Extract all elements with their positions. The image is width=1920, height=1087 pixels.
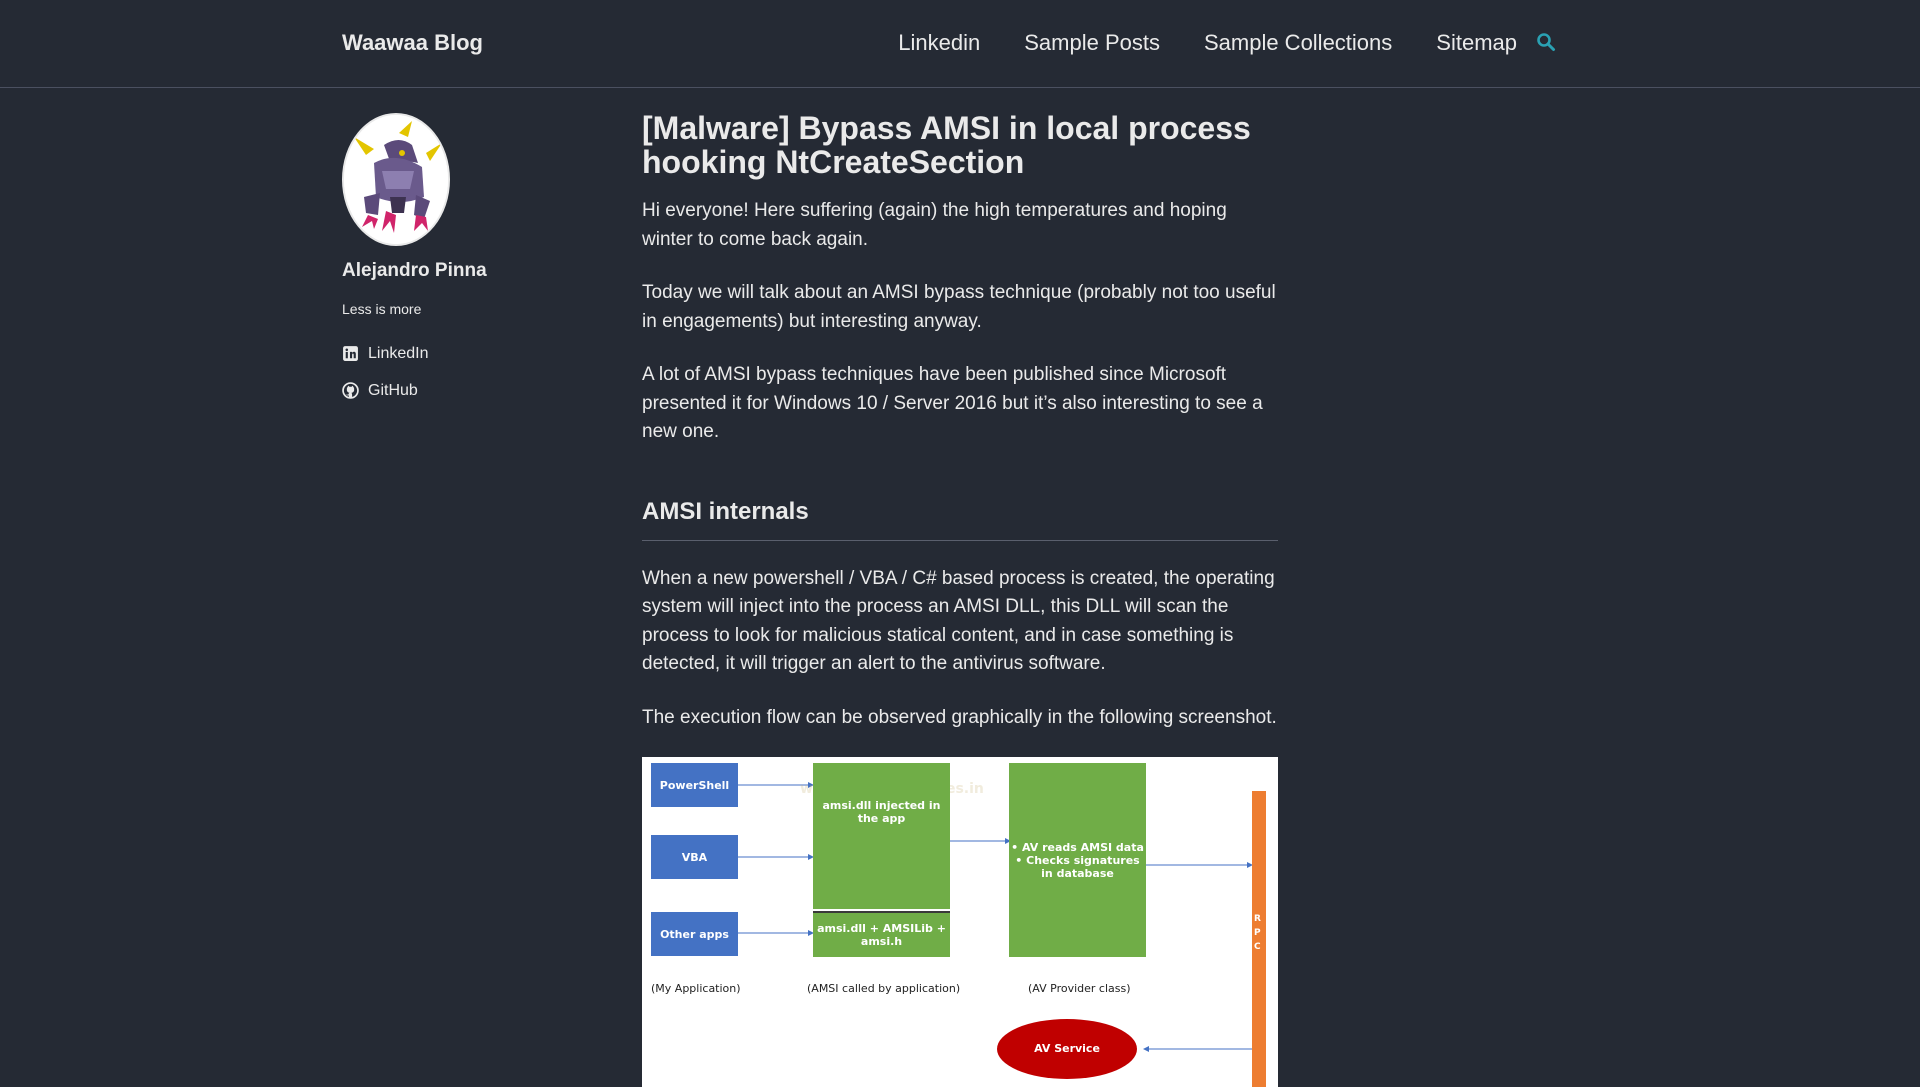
nav-item-sitemap[interactable]: Sitemap — [1436, 30, 1517, 55]
section-paragraph: When a new powershell / VBA / C# based p… — [642, 567, 1275, 675]
masthead: Waawaa Blog Linkedin Sample Posts Sample… — [0, 0, 1920, 88]
avatar — [342, 113, 450, 246]
section-paragraph: The execution flow can be observed graph… — [642, 706, 1277, 728]
diagram-caption: (AV Provider class) — [1028, 982, 1131, 995]
author-name: Alejandro Pinna — [342, 260, 487, 281]
av-service-label: AV Service — [1034, 1042, 1100, 1055]
intro-paragraph: A lot of AMSI bypass techniques have bee… — [642, 364, 1263, 442]
nav-item-sample-posts[interactable]: Sample Posts — [1024, 30, 1160, 55]
section-heading: AMSI internals — [642, 498, 1278, 541]
page-title: [Malware] Bypass AMSI in local process h… — [642, 110, 1251, 180]
diagram-box-amsi-injected: amsi.dll injected in the app — [813, 763, 950, 909]
diagram-caption: (My Application) — [651, 982, 741, 995]
linkedin-icon — [343, 346, 358, 361]
author-link-label: GitHub — [368, 381, 418, 399]
author-sidebar: Alejandro Pinna Less is more LinkedIn Gi… — [342, 113, 602, 425]
main-nav: Linkedin Sample Posts Sample Collections… — [898, 30, 1517, 56]
nav-item-linkedin[interactable]: Linkedin — [898, 30, 981, 55]
diagram-box-vba: VBA — [651, 835, 738, 879]
intro-paragraph: Hi everyone! Here suffering (again) the … — [642, 200, 1227, 250]
author-link-github[interactable]: GitHub — [342, 372, 602, 409]
diagram-caption: (AMSI called by application) — [807, 982, 961, 995]
amsi-flow-diagram: www.hackingarticles.in PowerShell VBA Ot… — [642, 757, 1278, 1087]
author-links: LinkedIn GitHub — [342, 335, 602, 409]
author-bio: Less is more — [342, 301, 422, 317]
site-title[interactable]: Waawaa Blog — [342, 30, 483, 55]
github-icon — [342, 382, 359, 399]
diagram-box-amsi-lib: amsi.dll + AMSILib + amsi.h — [813, 911, 950, 957]
nav-item-sample-collections[interactable]: Sample Collections — [1203, 30, 1393, 55]
av-bullet: • Checks signatures in database — [1015, 853, 1140, 880]
rpc-label: R P C — [1254, 914, 1261, 952]
author-link-label: LinkedIn — [368, 344, 429, 362]
diagram-box-av-provider: • AV reads AMSI data • Checks signatures… — [1009, 763, 1146, 957]
intro-paragraph: Today we will talk about an AMSI bypass … — [642, 282, 1276, 332]
author-link-linkedin[interactable]: LinkedIn — [342, 335, 602, 372]
diagram-box-other-apps: Other apps — [651, 912, 738, 956]
diagram-box-powershell: PowerShell — [651, 763, 738, 807]
diagram-arrows — [738, 782, 1266, 1087]
av-bullet: • AV reads AMSI data — [1011, 840, 1144, 854]
search-icon[interactable] — [1536, 32, 1558, 54]
article: [Malware] Bypass AMSI in local process h… — [642, 111, 1278, 1087]
